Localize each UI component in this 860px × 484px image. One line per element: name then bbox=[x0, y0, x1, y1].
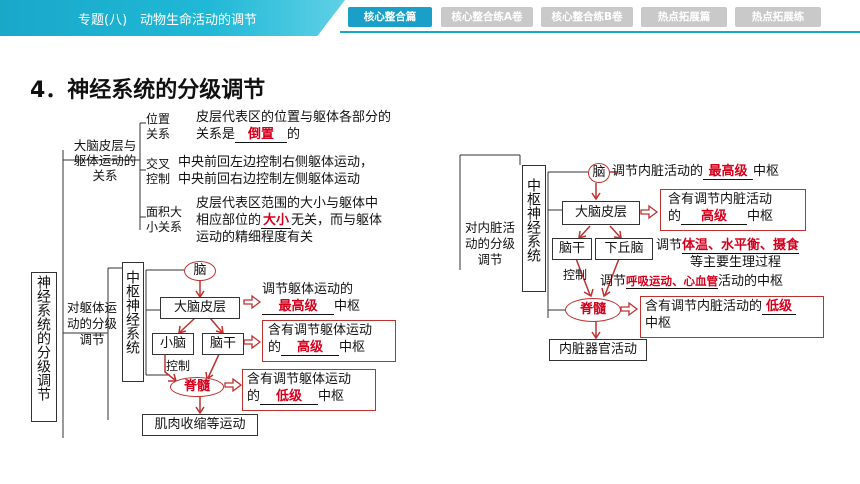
answer-brainstem-functions: 呼吸运动、心血管 bbox=[626, 274, 719, 289]
spine-desc-right-1: 含有调节内脏活动的低级 bbox=[645, 299, 797, 315]
spine-desc-right-2: 中枢 bbox=[645, 316, 672, 331]
cortex-desc-2: 最高级中枢 bbox=[262, 299, 360, 315]
cerebellum-node: 小脑 bbox=[152, 333, 194, 355]
answer-size: 大小 bbox=[261, 213, 292, 229]
answer-hypothalamus-functions: 体温、水平衡、摄食 bbox=[682, 238, 800, 254]
cns-node-right bbox=[522, 165, 546, 292]
area-text-1: 皮层代表区范围的大小与躯体中 bbox=[196, 196, 379, 211]
spine-desc-box-right bbox=[640, 296, 824, 338]
cerebral-cortex-node-left: 大脑皮层 bbox=[160, 297, 240, 319]
cross-text-2: 中央前回右边控制左侧躯体运动 bbox=[178, 172, 361, 187]
cns-label-right: 中枢神经系统 bbox=[525, 178, 541, 262]
answer-highest-left: 最高级 bbox=[262, 300, 334, 315]
tab-core-practice-a[interactable]: 核心整合练A卷 bbox=[441, 7, 533, 27]
mid-desc-2: 的高级中枢 bbox=[268, 340, 366, 356]
tab-core-integration[interactable]: 核心整合篇 bbox=[348, 7, 432, 27]
page-heading: 4．神经系统的分级调节 bbox=[30, 78, 266, 103]
section-title: 动物生命活动的调节 bbox=[140, 13, 258, 28]
root-label: 神经系统的分级调节 bbox=[35, 275, 51, 401]
top-bar: 专题(八) 动物生命活动的调节 核心整合篇 核心整合练A卷 核心整合练B卷 热点… bbox=[0, 0, 860, 36]
answer-highest-right: 最高级 bbox=[703, 165, 754, 180]
answer-low-right: 低级 bbox=[762, 300, 797, 315]
cortex-branch-label: 大脑皮层与躯体运动的关系 bbox=[73, 138, 137, 183]
cerebral-cortex-node-right: 大脑皮层 bbox=[562, 201, 640, 225]
answer-low-left: 低级 bbox=[260, 390, 319, 405]
topic-label: 专题(八) bbox=[78, 13, 128, 28]
visceral-branch-label: 对内脏活动的分级调节 bbox=[464, 220, 515, 267]
brain-node-left: 脑 bbox=[184, 261, 216, 281]
mid-desc-1: 含有调节躯体运动 bbox=[268, 323, 373, 338]
brain-desc-right: 调节内脏活动的最高级中枢 bbox=[612, 164, 780, 180]
cortex-desc-1: 调节躯体运动的 bbox=[262, 282, 354, 297]
answer-high-left: 高级 bbox=[281, 341, 340, 356]
control-label-left: 控制 bbox=[166, 359, 191, 373]
root-node bbox=[31, 272, 57, 422]
area-text-3: 运动的精细程度有关 bbox=[196, 230, 314, 245]
area-relation-label: 面积大小关系 bbox=[146, 205, 183, 234]
spinal-cord-node-right: 脊髓 bbox=[565, 298, 621, 322]
control-label-right: 控制 bbox=[563, 268, 588, 282]
tab-hotspot-extension[interactable]: 热点拓展篇 bbox=[641, 7, 727, 27]
brainstem-node-right: 脑干 bbox=[552, 238, 592, 260]
hypo-desc-2: 等主要生理过程 bbox=[690, 255, 782, 270]
tab-core-practice-b[interactable]: 核心整合练B卷 bbox=[541, 7, 633, 27]
cortex-desc-right-1: 含有调节内脏活动 bbox=[668, 192, 773, 207]
tab-hotspot-practice[interactable]: 热点拓展练 bbox=[735, 7, 821, 27]
answer-inverted: 倒置 bbox=[235, 128, 288, 143]
header-underline bbox=[340, 31, 860, 33]
brainstem-desc: 调节呼吸运动、心血管活动的中枢 bbox=[600, 274, 784, 289]
position-text-2: 关系是倒置的 bbox=[196, 127, 301, 143]
cns-label-left: 中枢神经系统 bbox=[124, 270, 140, 354]
cross-control-label: 交叉控制 bbox=[146, 157, 171, 186]
hypothalamus-node: 下丘脑 bbox=[595, 238, 653, 260]
spinal-cord-node-left: 脊髓 bbox=[170, 377, 224, 397]
brain-node-right: 脑 bbox=[588, 163, 610, 183]
title-band bbox=[0, 0, 345, 36]
position-text-1: 皮层代表区的位置与躯体各部分的 bbox=[196, 110, 392, 125]
area-text-2: 相应部位的大小无关，而与躯体 bbox=[196, 213, 383, 229]
cns-node-left bbox=[122, 262, 144, 382]
cortex-desc-right-2: 的高级中枢 bbox=[668, 209, 774, 225]
hypo-desc-1: 调节体温、水平衡、摄食 bbox=[656, 238, 800, 254]
answer-high-right: 高级 bbox=[681, 210, 748, 225]
spine-desc-1: 含有调节躯体运动 bbox=[247, 372, 352, 387]
position-relation-label: 位置关系 bbox=[146, 112, 171, 141]
muscle-output-node: 肌肉收缩等运动 bbox=[142, 414, 258, 436]
visceral-output-node: 内脏器官活动 bbox=[549, 339, 647, 361]
spine-desc-2: 的低级中枢 bbox=[247, 389, 345, 405]
cross-text-1: 中央前回左边控制右侧躯体运动， bbox=[178, 155, 374, 170]
brainstem-node-left: 脑干 bbox=[202, 333, 244, 355]
body-branch-label: 对躯体运动的分级调节 bbox=[66, 300, 117, 347]
